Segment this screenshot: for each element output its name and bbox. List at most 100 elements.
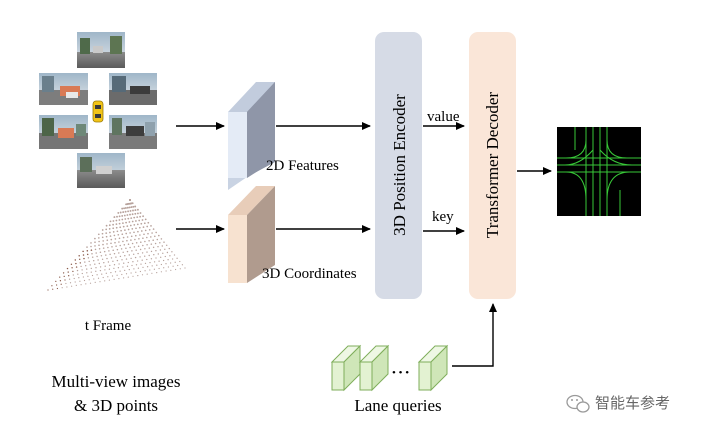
point — [179, 260, 181, 263]
point — [140, 263, 142, 265]
point — [152, 239, 154, 241]
point — [158, 267, 160, 270]
point — [118, 219, 121, 221]
point — [135, 227, 137, 230]
point — [109, 231, 111, 234]
point — [91, 252, 93, 255]
camera-front-left — [39, 73, 88, 105]
point — [75, 284, 77, 286]
point — [155, 249, 157, 252]
point — [153, 268, 156, 270]
position-encoder-block — [375, 32, 422, 299]
point — [119, 211, 122, 214]
point — [134, 212, 137, 215]
point — [131, 242, 134, 245]
point — [119, 226, 122, 229]
point — [95, 252, 97, 254]
point — [122, 251, 124, 254]
point — [151, 232, 153, 234]
point — [131, 228, 134, 230]
point — [136, 216, 139, 219]
point — [108, 268, 111, 270]
ego-car — [92, 100, 104, 123]
point — [97, 259, 99, 261]
point — [64, 279, 66, 281]
point — [124, 207, 127, 209]
point — [146, 251, 148, 253]
point — [102, 240, 105, 242]
point — [171, 251, 173, 253]
point — [163, 267, 165, 269]
point — [139, 248, 142, 251]
point — [78, 258, 81, 261]
point — [148, 240, 150, 242]
point — [154, 235, 156, 238]
point — [125, 258, 128, 260]
point — [144, 270, 146, 272]
point — [103, 250, 106, 253]
point — [122, 222, 124, 224]
point — [165, 244, 168, 247]
point — [114, 238, 117, 240]
point — [86, 268, 88, 270]
point — [140, 222, 143, 225]
point — [175, 268, 177, 271]
point — [123, 214, 126, 217]
point — [157, 245, 159, 248]
point — [99, 251, 102, 254]
point — [85, 283, 87, 285]
point — [72, 270, 74, 273]
point — [118, 215, 121, 218]
point — [75, 266, 78, 268]
position-encoder-label: 3D Position Encoder — [390, 94, 409, 236]
point — [128, 254, 131, 256]
point — [147, 221, 150, 224]
watermark: 智能车参考 — [566, 394, 670, 413]
point — [155, 257, 157, 259]
transformer-decoder-block — [469, 32, 516, 299]
point — [122, 240, 124, 243]
point — [124, 229, 126, 231]
point — [141, 252, 144, 254]
features-2d-block — [228, 82, 275, 190]
point — [141, 259, 143, 261]
point — [137, 230, 139, 233]
point — [107, 276, 109, 278]
point — [117, 211, 120, 214]
point — [83, 279, 86, 282]
point — [113, 264, 116, 266]
camera-front — [77, 32, 125, 68]
point — [123, 262, 125, 264]
point — [142, 215, 145, 218]
point — [150, 243, 153, 245]
point — [122, 211, 125, 214]
point — [136, 223, 139, 226]
point — [106, 243, 108, 245]
point — [112, 249, 114, 252]
point — [81, 272, 83, 275]
value-label: value — [427, 109, 460, 125]
point — [86, 272, 88, 274]
point — [144, 248, 146, 250]
features-2d-label: 2D Features — [266, 158, 339, 174]
point — [94, 248, 97, 251]
point — [159, 242, 161, 244]
point — [111, 275, 114, 277]
point — [69, 282, 72, 284]
point — [109, 253, 111, 256]
point — [87, 275, 89, 277]
point — [101, 273, 103, 275]
point — [118, 237, 121, 240]
t-frame-label: t Frame — [85, 318, 132, 334]
point — [129, 199, 131, 201]
point — [135, 249, 137, 251]
point — [99, 266, 102, 268]
point — [90, 245, 92, 248]
point — [112, 227, 115, 230]
point — [102, 243, 104, 246]
point — [80, 284, 82, 286]
point — [146, 244, 148, 246]
point — [68, 278, 71, 280]
point — [94, 241, 96, 244]
point — [90, 242, 92, 244]
